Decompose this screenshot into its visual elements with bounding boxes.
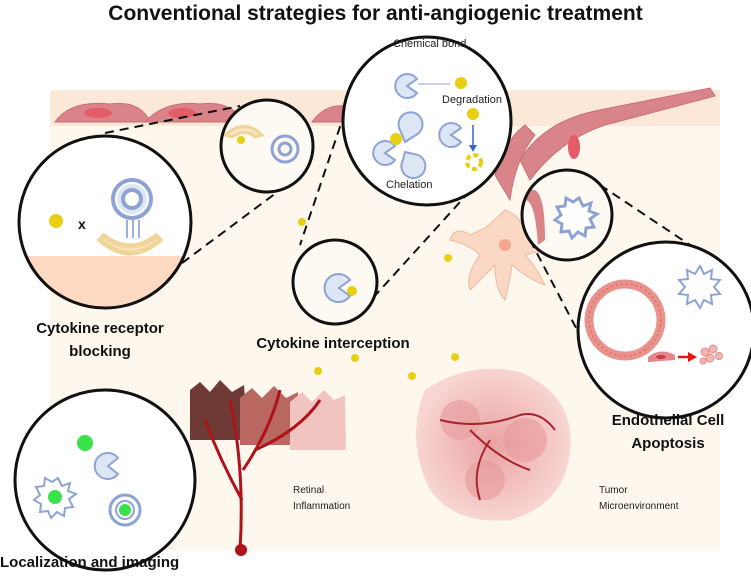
cytokine-receptor-blocking-label: Cytokine receptor	[36, 320, 164, 337]
apoptosis-inset	[576, 240, 751, 420]
imaging-inset	[13, 388, 197, 572]
tumor-microenvironment-label: Tumor	[599, 485, 628, 496]
page-title: Conventional strategies for anti-angioge…	[108, 2, 643, 25]
cytokine-interception-label: Cytokine interception	[256, 335, 410, 352]
localization-imaging-label: Localization and imaging	[0, 554, 180, 571]
zoom-connector-lines	[104, 105, 691, 346]
chemical-bond-label: Chemical bond	[393, 38, 467, 50]
cytokine-dots	[298, 218, 459, 380]
chelation-label: Chelation	[386, 179, 433, 191]
degradation-label: Degradation	[442, 94, 502, 106]
interception-mechanisms-inset	[341, 35, 513, 207]
cytokine-capture-circle	[291, 238, 379, 326]
blocked-x-mark: x	[78, 216, 86, 232]
receptor-zoom-circle	[219, 98, 315, 194]
cytokine-receptor-blocking-label-2: blocking	[69, 343, 131, 360]
tumor-microenvironment-label-2: Microenvironment	[599, 501, 679, 512]
retinal-inflammation-label: Retinal	[293, 485, 325, 496]
receptor-blocking-inset	[17, 134, 193, 310]
tumor-illustration	[416, 368, 571, 521]
retinal-inflammation-label-2: Inflammation	[293, 501, 351, 512]
endothelial-apoptosis-label-2: Apoptosis	[631, 435, 705, 452]
endothelial-zoom-circle	[520, 168, 614, 262]
endothelial-apoptosis-label: Endothelial Cell	[611, 412, 725, 429]
retinal-cells-illustration	[190, 380, 346, 556]
endothelial-cells	[54, 87, 716, 202]
